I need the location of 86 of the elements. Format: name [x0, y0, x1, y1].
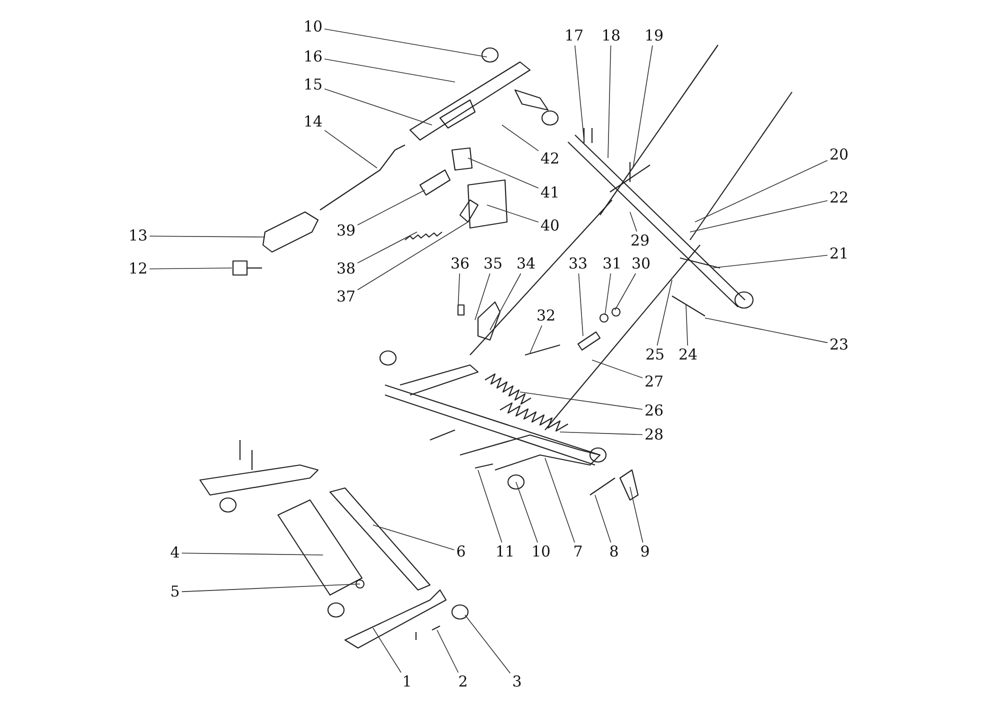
callout-number: 29: [630, 232, 650, 250]
callout-number: 27: [644, 374, 664, 390]
callout-number: 35: [483, 256, 503, 272]
callout-number: 11: [495, 544, 515, 560]
leader-line: [478, 470, 502, 543]
callout-number: 26: [644, 402, 664, 420]
callout-number: 36: [450, 256, 470, 272]
callout-number: 3: [512, 674, 522, 690]
callout-number: 33: [568, 256, 588, 272]
callout-number: 10: [303, 18, 323, 36]
leader-line: [464, 614, 511, 674]
leader-line: [458, 273, 460, 310]
leader-line: [490, 273, 522, 330]
leader-line: [149, 236, 266, 238]
leader-line: [694, 160, 828, 222]
leader-line: [436, 630, 459, 673]
leader-line: [630, 212, 638, 232]
callout-number: 34: [516, 256, 536, 272]
callout-number: 5: [170, 584, 180, 600]
leader-line: [604, 273, 612, 316]
callout-number: 39: [336, 222, 356, 240]
callout-number: 42: [540, 150, 560, 168]
leader-line: [520, 392, 643, 410]
leader-line: [474, 273, 490, 320]
leader-line: [594, 494, 612, 543]
leader-line: [712, 254, 828, 268]
callout-number: 2: [458, 674, 468, 690]
callout-number: 13: [128, 228, 148, 244]
leader-line: [690, 200, 828, 232]
callout-number: 24: [678, 346, 698, 364]
leader-line: [614, 273, 636, 310]
callout-number: 12: [128, 260, 148, 278]
callout-number: 14: [303, 114, 323, 130]
leader-line: [324, 28, 488, 58]
callout-number: 32: [536, 308, 556, 324]
leader-line: [468, 158, 539, 188]
callout-number: 15: [303, 76, 323, 94]
leader-line: [149, 268, 232, 270]
leader-line: [530, 325, 542, 354]
leader-line: [502, 124, 539, 152]
leader-line: [357, 222, 468, 290]
leader-line: [372, 628, 402, 673]
callout-number: 9: [640, 544, 650, 560]
callout-number: 19: [644, 28, 664, 44]
callout-number: 6: [456, 544, 466, 560]
callout-number: 25: [645, 346, 665, 364]
leader-line: [372, 524, 455, 550]
leader-line: [516, 482, 538, 543]
callout-number: 31: [602, 256, 622, 272]
leader-line: [357, 190, 426, 226]
leader-line: [544, 458, 576, 543]
callout-number: 4: [170, 544, 180, 562]
leader-line: [181, 584, 360, 592]
callout-number: 30: [631, 256, 651, 272]
callout-number: 41: [540, 184, 560, 202]
callout-number: 23: [829, 336, 849, 354]
callout-number: 37: [336, 288, 356, 306]
leader-line: [592, 360, 643, 378]
leader-line: [357, 232, 418, 264]
callout-number: 21: [829, 246, 849, 262]
leader-line: [630, 486, 644, 543]
leader-line: [686, 304, 688, 346]
callout-number: 22: [829, 190, 849, 206]
leader-line: [560, 432, 643, 436]
leader-line: [574, 45, 584, 140]
leader-line: [324, 88, 432, 126]
callout-number: 18: [601, 28, 621, 44]
leader-line: [632, 45, 653, 168]
leader-line: [656, 280, 672, 346]
callout-number: 28: [644, 426, 664, 444]
callout-number: 38: [336, 260, 356, 278]
callout-number: 17: [564, 28, 584, 44]
leader-line: [324, 58, 456, 82]
leader-line: [704, 318, 828, 344]
callout-number: 1: [402, 674, 412, 690]
callout-number: 20: [829, 146, 849, 164]
leader-line: [181, 552, 324, 556]
leader-line: [578, 273, 584, 336]
callout-number: 40: [540, 218, 560, 234]
leader-line: [486, 204, 539, 223]
callout-number: 7: [573, 544, 583, 560]
callout-number: 16: [303, 48, 323, 66]
leader-line: [324, 130, 378, 168]
callout-number: 10: [531, 544, 551, 560]
leader-line: [608, 45, 612, 158]
callout-number: 8: [609, 544, 619, 560]
